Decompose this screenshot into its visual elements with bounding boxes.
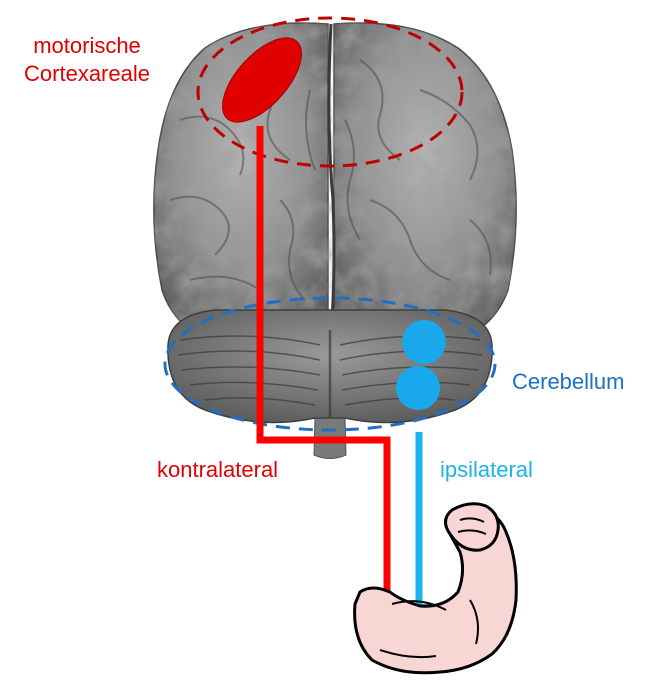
contralateral-pathway [256,126,391,612]
cerebellum-spot-lower [396,366,440,410]
longitudinal-fissure [327,23,336,346]
ipsilateral-label: ipsilateral [440,457,533,482]
motor-cortex-label: motorische Cortexareale [12,32,162,88]
cerebellum-folia [177,330,483,418]
motor-cortex-area [222,37,302,123]
motor-cortex-region-outline [196,16,464,168]
cerebellum-spot-upper [402,320,446,364]
cerebellum-region-outline [163,296,497,432]
flexed-arm-illustration [353,502,518,675]
contralateral-label: kontralateral [157,457,279,482]
motor-cortex-label-line2: Cortexareale [24,61,150,86]
motor-cortex-label-line1: motorische [33,33,141,58]
cortex-texture [153,23,517,345]
cerebellum-label: Cerebellum [512,369,625,394]
